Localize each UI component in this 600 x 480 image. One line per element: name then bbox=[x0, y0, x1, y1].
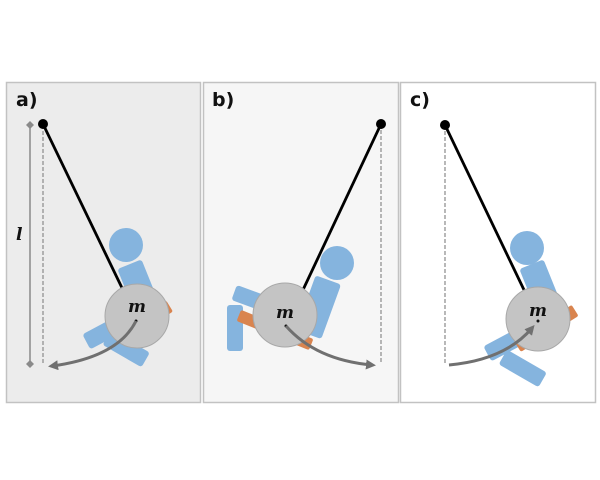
person-head bbox=[109, 228, 143, 262]
pivot-point bbox=[440, 120, 450, 130]
mass-center-dot bbox=[536, 319, 540, 323]
panel-b-label: b) bbox=[212, 89, 234, 111]
motion-arrow bbox=[284, 325, 376, 370]
panel-b: b) m bbox=[202, 81, 400, 404]
swing-rope bbox=[41, 123, 125, 291]
panel-a: a) l m bbox=[5, 81, 202, 404]
panel-a-background bbox=[5, 81, 202, 404]
length-label: l bbox=[16, 225, 23, 245]
person-lower-leg bbox=[103, 331, 149, 367]
mass-label: m bbox=[529, 301, 547, 321]
pendulum-mass bbox=[104, 283, 170, 349]
panel-a-label: a) bbox=[16, 89, 38, 111]
swing-rope bbox=[443, 124, 527, 293]
motion-arrow bbox=[48, 320, 138, 371]
swing-rope bbox=[300, 123, 383, 293]
pivot-point bbox=[376, 119, 386, 129]
pendulum-mass bbox=[505, 286, 571, 352]
panel-b-background bbox=[202, 81, 400, 404]
person-head bbox=[320, 246, 354, 280]
panel-c-label: c) bbox=[410, 89, 430, 111]
motion-arrow bbox=[448, 324, 535, 367]
pivot-point bbox=[38, 119, 48, 129]
mass-label: m bbox=[128, 297, 146, 317]
person-head bbox=[510, 231, 544, 265]
mass-label: m bbox=[276, 303, 294, 323]
pendulum-mass bbox=[252, 282, 318, 348]
panel-c: c) m bbox=[399, 81, 597, 404]
person-lower-leg bbox=[499, 350, 546, 387]
